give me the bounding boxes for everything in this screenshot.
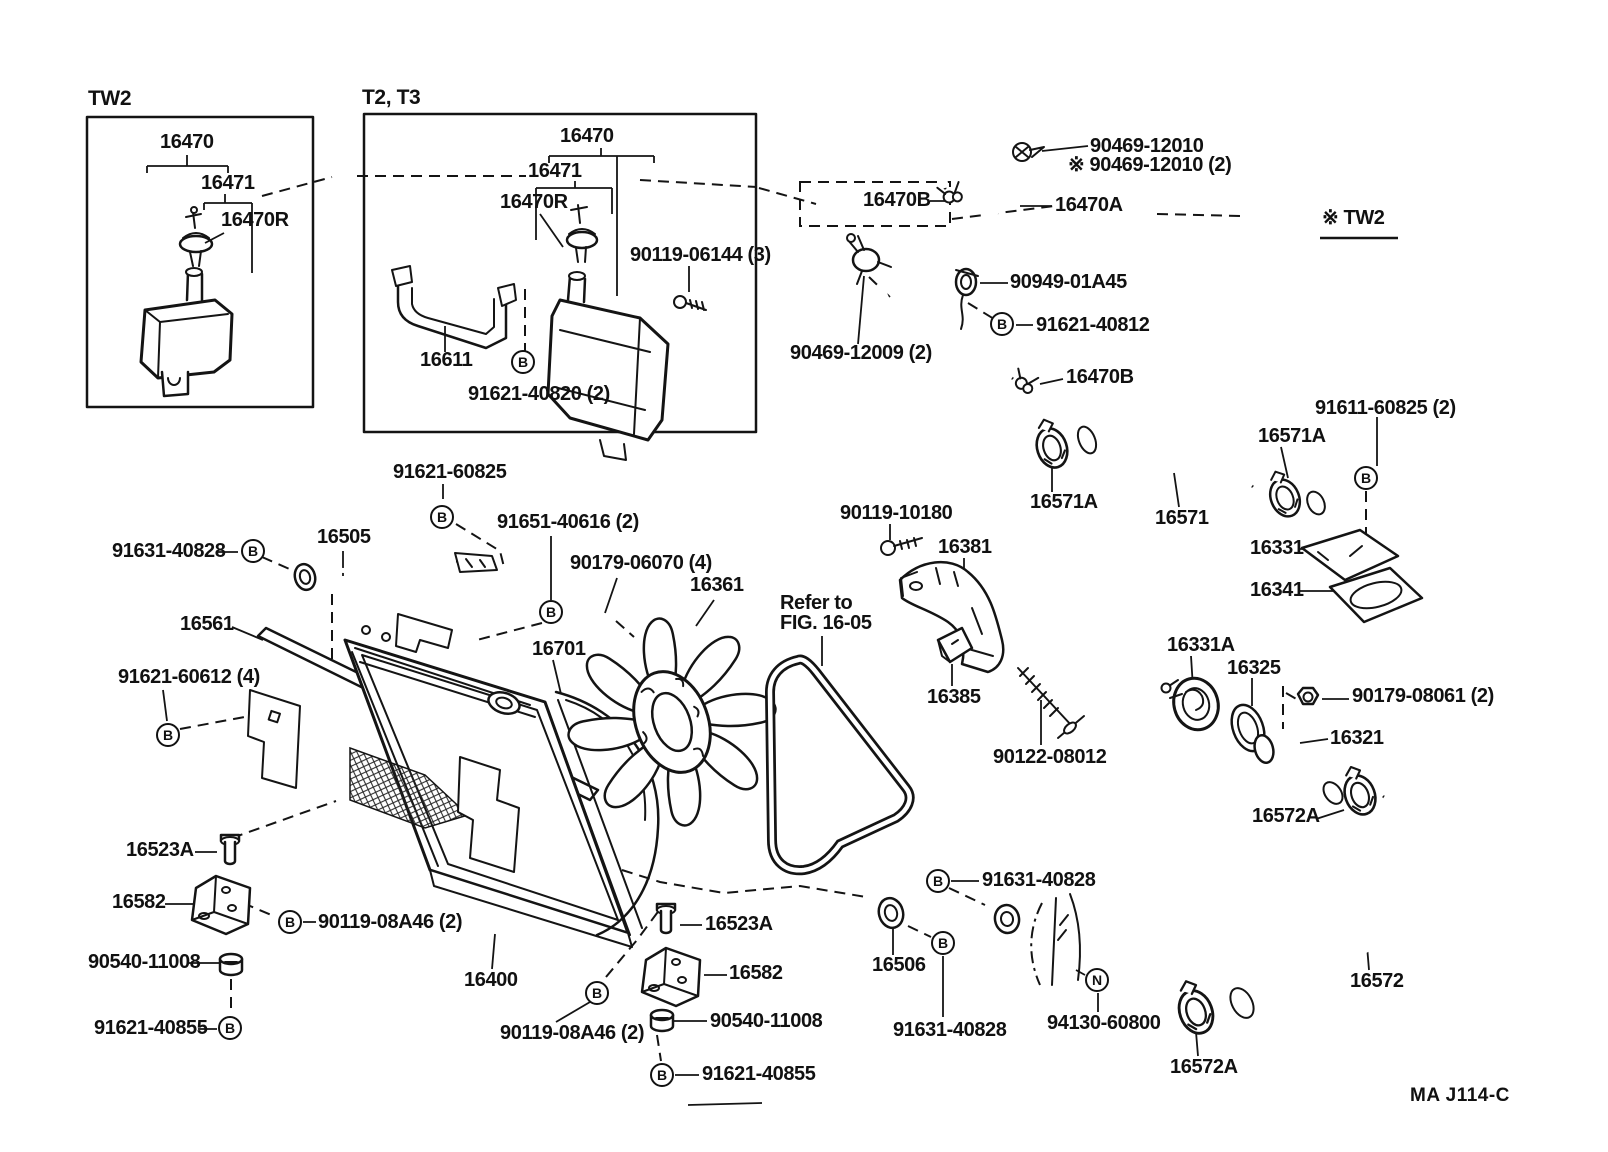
note-ref-tw2: ※ TW2 xyxy=(1322,207,1385,229)
part-label-16505: 16505 xyxy=(317,526,371,548)
note-refer-line1: Refer to xyxy=(780,592,853,614)
part-label-91631-40828-top: 91631-40828 xyxy=(982,869,1096,891)
part-label-16582-center: 16582 xyxy=(729,962,783,984)
mount-hardware-left xyxy=(190,833,252,977)
circled-b-marker: B xyxy=(990,312,1014,336)
overflow-hose-16470a-drawing xyxy=(846,141,1045,396)
radiator-drawing xyxy=(247,613,660,948)
bracket-16381-drawing xyxy=(880,537,1085,739)
part-label-16572a-bottom: 16572A xyxy=(1170,1056,1238,1078)
part-label-90122-08012: 90122-08012 xyxy=(993,746,1107,768)
circled-b-marker: B xyxy=(278,910,302,934)
part-label-16321: 16321 xyxy=(1330,727,1384,749)
part-label-16471-tw2: 16471 xyxy=(201,172,255,194)
part-label-16400: 16400 xyxy=(464,969,518,991)
part-label-16701: 16701 xyxy=(532,638,586,660)
part-label-90469-12010: 90469-12010 xyxy=(1090,135,1204,157)
part-label-16572: 16572 xyxy=(1350,970,1404,992)
circled-b-marker: B xyxy=(511,350,535,374)
pipe-16506-drawing xyxy=(877,896,1021,935)
thermostat-16331a-drawing xyxy=(1160,676,1320,753)
circled-b-marker: B xyxy=(650,1063,674,1087)
circled-b-marker: B xyxy=(926,869,950,893)
part-label-16571a-left: 16571A xyxy=(1030,491,1098,513)
part-label-16385: 16385 xyxy=(927,686,981,708)
part-label-16572a-upper: 16572A xyxy=(1252,805,1320,827)
part-label-90179-08061: 90179-08061 (2) xyxy=(1352,685,1494,707)
part-label-16341: 16341 xyxy=(1250,579,1304,601)
part-label-16523a-left: 16523A xyxy=(126,839,194,861)
part-label-16470r-t2: 16470R xyxy=(500,191,568,213)
part-label-16361: 16361 xyxy=(690,574,744,596)
part-label-90469-12010-2: ※ 90469-12010 (2) xyxy=(1068,154,1232,176)
part-label-90119-10180: 90119-10180 xyxy=(840,502,953,524)
part-label-91621-40812: 91621-40812 xyxy=(1036,314,1150,336)
fan-drawing xyxy=(565,617,779,829)
dashed-reference-lines xyxy=(179,175,1367,1062)
part-label-91621-40855-left: 91621-40855 xyxy=(94,1017,208,1039)
circled-b-marker: B xyxy=(241,539,265,563)
part-label-90949-01a45: 90949-01A45 xyxy=(1010,271,1127,293)
part-label-16470r-tw2: 16470R xyxy=(221,209,289,231)
part-label-16325: 16325 xyxy=(1227,657,1281,679)
part-label-16571a-upper: 16571A xyxy=(1258,425,1326,447)
circled-n-marker: N xyxy=(1085,968,1109,992)
part-label-91621-60612: 91621-60612 (4) xyxy=(118,666,260,688)
part-label-16471-t2: 16471 xyxy=(528,160,582,182)
circled-b-marker: B xyxy=(585,981,609,1005)
part-label-16523a-center: 16523A xyxy=(705,913,773,935)
part-label-91631-40828-bottom: 91631-40828 xyxy=(893,1019,1007,1041)
circled-b-marker: B xyxy=(1354,466,1378,490)
part-label-16331: 16331 xyxy=(1250,537,1304,559)
t2t3-variant-box xyxy=(362,112,758,461)
washer-jar-94130-drawing xyxy=(1051,893,1081,986)
circled-b-marker: B xyxy=(931,931,955,955)
part-label-90540-11008-center: 90540-11008 xyxy=(710,1010,823,1032)
box-title-t2t3: T2, T3 xyxy=(362,86,421,109)
note-refer-line2: FIG. 16-05 xyxy=(780,612,872,634)
part-label-90469-12009: 90469-12009 (2) xyxy=(790,342,932,364)
water-outlet-16331-drawing xyxy=(1300,490,1424,624)
part-label-16561: 16561 xyxy=(180,613,234,635)
part-label-91621-60825: 91621-60825 xyxy=(393,461,507,483)
figure-code: MA J114-C xyxy=(1410,1085,1510,1106)
part-label-91621-40855-center: 91621-40855 xyxy=(702,1063,816,1085)
part-label-90119-08a46-left: 90119-08A46 (2) xyxy=(318,911,463,933)
part-label-90179-06070: 90179-06070 (4) xyxy=(570,552,712,574)
part-label-16331a: 16331A xyxy=(1167,634,1235,656)
part-label-16611: 16611 xyxy=(420,349,473,371)
part-label-16582-left: 16582 xyxy=(112,891,166,913)
part-label-16470b-top: 16470B xyxy=(863,189,931,211)
part-label-16381: 16381 xyxy=(938,536,992,558)
circled-b-marker: B xyxy=(539,600,563,624)
circled-b-marker: B xyxy=(218,1016,242,1040)
drive-belt-drawing xyxy=(764,654,915,876)
circled-b-marker: B xyxy=(430,505,454,529)
mount-hardware-center xyxy=(640,902,702,1033)
box-title-tw2: TW2 xyxy=(88,87,132,110)
tw2-variant-box xyxy=(85,115,315,409)
part-label-91631-40828-left: 91631-40828 xyxy=(112,540,226,562)
water-inlet-16321-drawing xyxy=(1253,734,1382,821)
part-label-94130-60800: 94130-60800 xyxy=(1047,1012,1161,1034)
part-label-16470a: 16470A xyxy=(1055,194,1123,216)
leader-lines xyxy=(146,145,1398,1106)
part-label-91621-40820: 91621-40820 (2) xyxy=(468,383,610,405)
part-label-16470-tw2: 16470 xyxy=(160,131,214,153)
part-label-90119-06144: 90119-06144 (3) xyxy=(630,244,771,266)
part-label-16470-t2: 16470 xyxy=(560,125,614,147)
upper-hose-16571-drawing xyxy=(1027,408,1307,523)
part-label-16571: 16571 xyxy=(1155,507,1209,529)
part-label-91611-60825: 91611-60825 (2) xyxy=(1315,397,1456,419)
pipe-16505-drawing xyxy=(293,552,498,592)
part-label-90540-11008-left: 90540-11008 xyxy=(88,951,201,973)
part-label-16470b-bottom: 16470B xyxy=(1066,366,1134,388)
part-label-16506: 16506 xyxy=(872,954,926,976)
circled-b-marker: B xyxy=(156,723,180,747)
part-label-91651-40616: 91651-40616 (2) xyxy=(497,511,639,533)
lower-hose-16572-drawing xyxy=(1168,786,1436,1040)
part-label-90119-08a46-center: 90119-08A46 (2) xyxy=(500,1022,645,1044)
